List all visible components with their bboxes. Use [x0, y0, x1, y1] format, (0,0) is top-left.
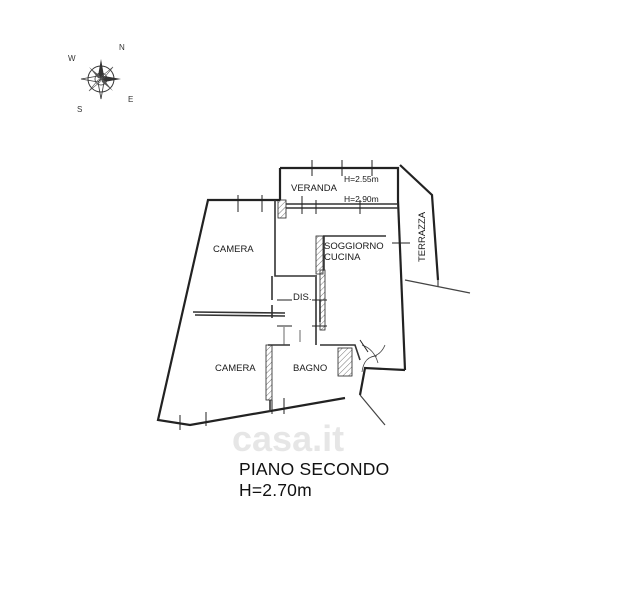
terrazza-label: TERRAZZA [417, 211, 428, 262]
cucina-label: CUCINA [324, 252, 361, 263]
interior-walls [192, 200, 398, 412]
floor-title: PIANO SECONDO [239, 459, 390, 479]
camera-top-label: CAMERA [213, 244, 254, 255]
window-marks [179, 160, 410, 430]
compass-west-letter: W [68, 54, 76, 63]
compass-rose: N W S E [68, 43, 133, 114]
dis-label: DIS. [293, 292, 311, 303]
bagno-label: BAGNO [293, 363, 327, 374]
terrace-lines [283, 279, 471, 426]
compass-south-letter: S [77, 105, 82, 114]
living-height-label: H=2.90m [344, 194, 379, 204]
compass-north-letter: N [119, 43, 125, 52]
compass-east-letter: E [128, 95, 133, 104]
camera-bottom-label: CAMERA [215, 363, 256, 374]
casa-watermark: casa.it [232, 418, 345, 459]
veranda-label: VERANDA [291, 183, 338, 194]
floor-height: H=2.70m [239, 480, 312, 500]
veranda-height-label: H=2.55m [344, 174, 379, 184]
outer-walls [156, 164, 440, 427]
soggiorno-label: SOGGIORNO [324, 241, 384, 252]
